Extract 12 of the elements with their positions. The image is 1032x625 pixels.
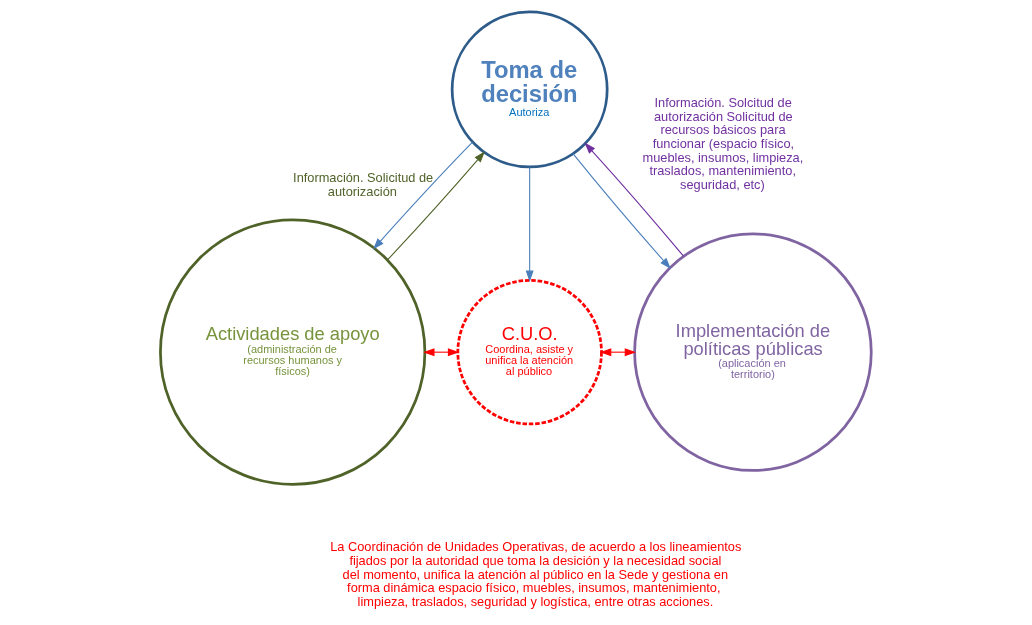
arrow [572,153,671,269]
node-circle: Actividades de apoyo (administración de recursos humanos y físicos) [159,218,427,486]
node-circle: C.U.O. Coordina, asiste y unifica la atención al público [456,279,603,426]
label: La Coordinación de Unidades Operativas, de acuerdo a los lineamientos fijados por la autoridad que toma la desición y la necesidad social del momento, unifica la atención al público en la Sede y gestiona en forma dinámica espacio físico, muebles, insumos, mantenimiento, limpieza, traslados, seguridad y logística, entre otras acciones. [330,539,742,610]
arrow [584,142,685,257]
node-circle: Toma de decisión Autoriza [450,10,609,169]
arrow [525,166,534,282]
edge-label: Información. Solicitud de autorización [293,170,434,199]
arrow [386,151,485,261]
edge-label: Información. Solcitud de autorización Solicitud de recursos básicos para funcionar (espacio físico, muebles, insumos, limpieza, traslados, mantenimiento, seguridad, etc) [642,94,804,193]
arrow [373,141,473,250]
node-circle: Implementación de políticas públicas (aplicación en territorio) [633,232,873,472]
